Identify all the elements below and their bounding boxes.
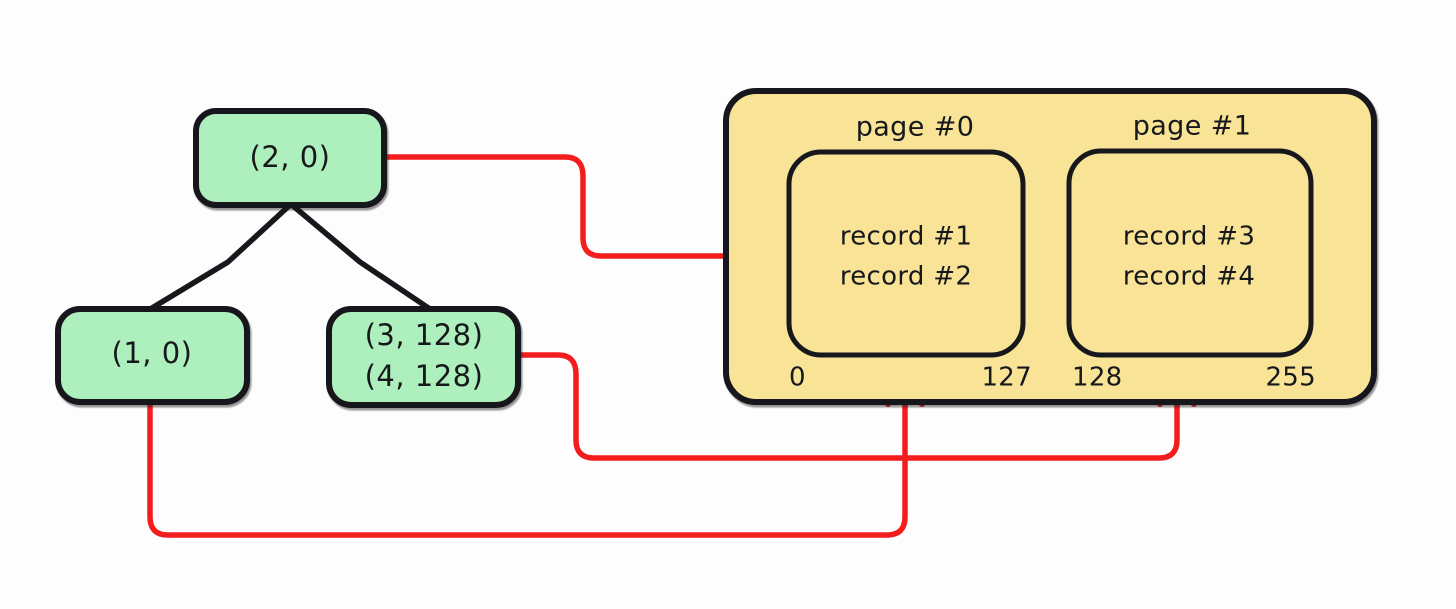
leaf-node-left-box [55, 306, 250, 405]
heap-file-container[interactable]: page #0 record #1 record #2 0 127 page #… [723, 88, 1377, 405]
page-0-offset-start: 0 [789, 363, 806, 393]
page-0[interactable]: page #0 record #1 record #2 0 127 [786, 112, 1032, 393]
root-node-label: (2, 0) [250, 140, 331, 174]
page-1-label: page #1 [1133, 111, 1252, 142]
leaf-node-right-box [326, 306, 521, 408]
edge-root-to-leaf-right [289, 202, 433, 312]
page-1-box [1066, 148, 1314, 358]
page-1-record-2: record #4 [1123, 262, 1255, 292]
tree-edges [149, 202, 433, 312]
page-0-box [786, 149, 1026, 358]
page-1[interactable]: page #1 record #3 record #4 128 255 [1066, 111, 1316, 393]
root-node[interactable]: (2, 0) [193, 108, 387, 208]
leaf-node-left-label: (1, 0) [112, 336, 193, 370]
page-1-offset-end: 255 [1265, 363, 1316, 393]
leaf-node-right-label-2: (4, 128) [365, 359, 484, 393]
page-1-offset-start: 128 [1072, 363, 1123, 393]
leaf-node-right[interactable]: (3, 128) (4, 128) [326, 306, 521, 408]
page-0-record-2: record #2 [840, 262, 972, 292]
edge-root-to-leaf-left [149, 202, 293, 311]
page-0-offset-end: 127 [981, 363, 1032, 393]
leaf-node-left[interactable]: (1, 0) [55, 306, 250, 405]
page-0-record-1: record #1 [840, 222, 972, 252]
tree-nodes: (2, 0) (1, 0) (3, 128) (4, 128) [55, 108, 521, 408]
root-node-box [193, 108, 387, 208]
page-1-record-1: record #3 [1123, 222, 1255, 252]
page-0-label: page #0 [856, 112, 975, 143]
leaf-node-right-label-1: (3, 128) [365, 318, 484, 352]
